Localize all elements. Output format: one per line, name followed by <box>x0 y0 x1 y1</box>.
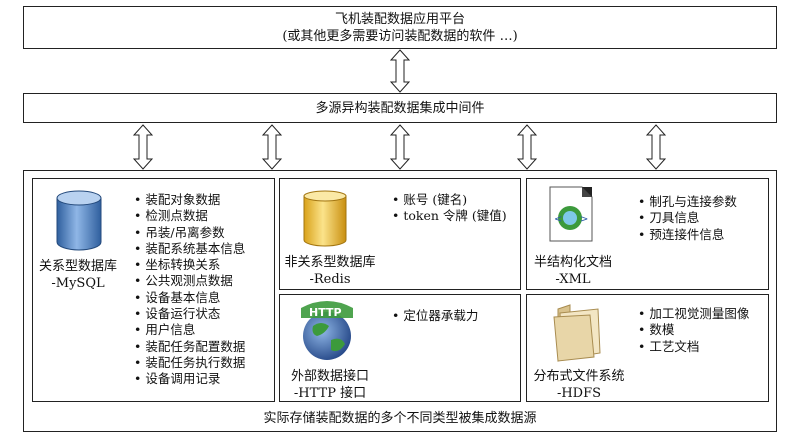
mysql-tech: -MySQL <box>51 276 105 291</box>
list-item: 刀具信息 <box>638 210 737 226</box>
double-arrow-icon <box>646 124 666 170</box>
folder-icon <box>553 304 601 362</box>
hdfs-label: 分布式文件系统 -HDFS <box>527 368 631 402</box>
double-arrow-icon <box>262 124 282 170</box>
app-platform-box: 飞机装配数据应用平台 (或其他更多需要访问装配数据的软件 …) <box>23 6 777 49</box>
list-item: 公共观测点数据 <box>134 273 245 289</box>
svg-text:>: > <box>580 214 588 225</box>
list-item: 账号 (键名) <box>392 192 507 208</box>
list-item: 坐标转换关系 <box>134 257 245 273</box>
list-item: 设备基本信息 <box>134 290 245 306</box>
double-arrow-icon <box>517 124 537 170</box>
list-item: 装配任务配置数据 <box>134 339 245 355</box>
hdfs-tech: -HDFS <box>556 386 602 401</box>
database-icon <box>56 190 102 251</box>
http-name: 外部数据接口 <box>290 369 369 384</box>
list-item: 预连接件信息 <box>638 227 737 243</box>
list-item: 制孔与连接参数 <box>638 194 737 210</box>
double-arrow-icon <box>390 124 410 170</box>
svg-text:<: < <box>554 214 562 225</box>
redis-tech: -Redis <box>309 272 351 287</box>
list-item: 设备运行状态 <box>134 306 245 322</box>
list-item: 装配任务执行数据 <box>134 355 245 371</box>
hdfs-name: 分布式文件系统 <box>533 369 625 384</box>
http-tech: -HTTP 接口 <box>293 386 367 401</box>
integration-middleware-title: 多源异构装配数据集成中间件 <box>315 100 485 116</box>
list-item: 装配系统基本信息 <box>134 241 245 257</box>
list-item: 设备调用记录 <box>134 371 245 387</box>
list-item: 定位器承载力 <box>392 308 478 324</box>
redis-data-list: 账号 (键名) token 令牌 (键值) <box>392 192 507 225</box>
double-arrow-icon <box>133 124 153 170</box>
storage-caption: 实际存储装配数据的多个不同类型被集成数据源 <box>263 411 537 426</box>
xml-tech: -XML <box>555 272 591 287</box>
svg-text:HTTP: HTTP <box>309 306 342 319</box>
mysql-name: 关系型数据库 <box>38 259 117 274</box>
integration-middleware-box: 多源异构装配数据集成中间件 <box>23 93 777 123</box>
http-data-list: 定位器承载力 <box>392 308 478 324</box>
list-item: 吊装/吊离参数 <box>134 225 245 241</box>
redis-label: 非关系型数据库 -Redis <box>280 254 380 288</box>
hdfs-data-list: 加工视觉测量图像 数模 工艺文档 <box>638 306 749 355</box>
redis-jar-icon <box>303 190 347 247</box>
list-item: 加工视觉测量图像 <box>638 306 749 322</box>
redis-name: 非关系型数据库 <box>284 255 376 270</box>
http-globe-icon: HTTP <box>301 301 353 360</box>
xml-document-icon: < > <box>549 186 593 242</box>
xml-data-list: 制孔与连接参数 刀具信息 预连接件信息 <box>638 194 737 243</box>
list-item: 装配对象数据 <box>134 192 245 208</box>
app-platform-title: 飞机装配数据应用平台 <box>334 11 465 27</box>
list-item: 用户信息 <box>134 322 245 338</box>
xml-label: 半结构化文档 -XML <box>527 254 619 288</box>
list-item: 工艺文档 <box>638 339 749 355</box>
double-arrow-icon <box>390 49 410 93</box>
http-label: 外部数据接口 -HTTP 接口 <box>280 368 380 402</box>
mysql-label: 关系型数据库 -MySQL <box>34 258 122 292</box>
list-item: 数模 <box>638 322 749 338</box>
mysql-data-list: 装配对象数据 检测点数据 吊装/吊离参数 装配系统基本信息 坐标转换关系 公共观… <box>134 192 245 388</box>
xml-name: 半结构化文档 <box>533 255 612 270</box>
list-item: 检测点数据 <box>134 208 245 224</box>
app-platform-subtitle: (或其他更多需要访问装配数据的软件 …) <box>282 28 518 44</box>
list-item: token 令牌 (键值) <box>392 208 506 224</box>
